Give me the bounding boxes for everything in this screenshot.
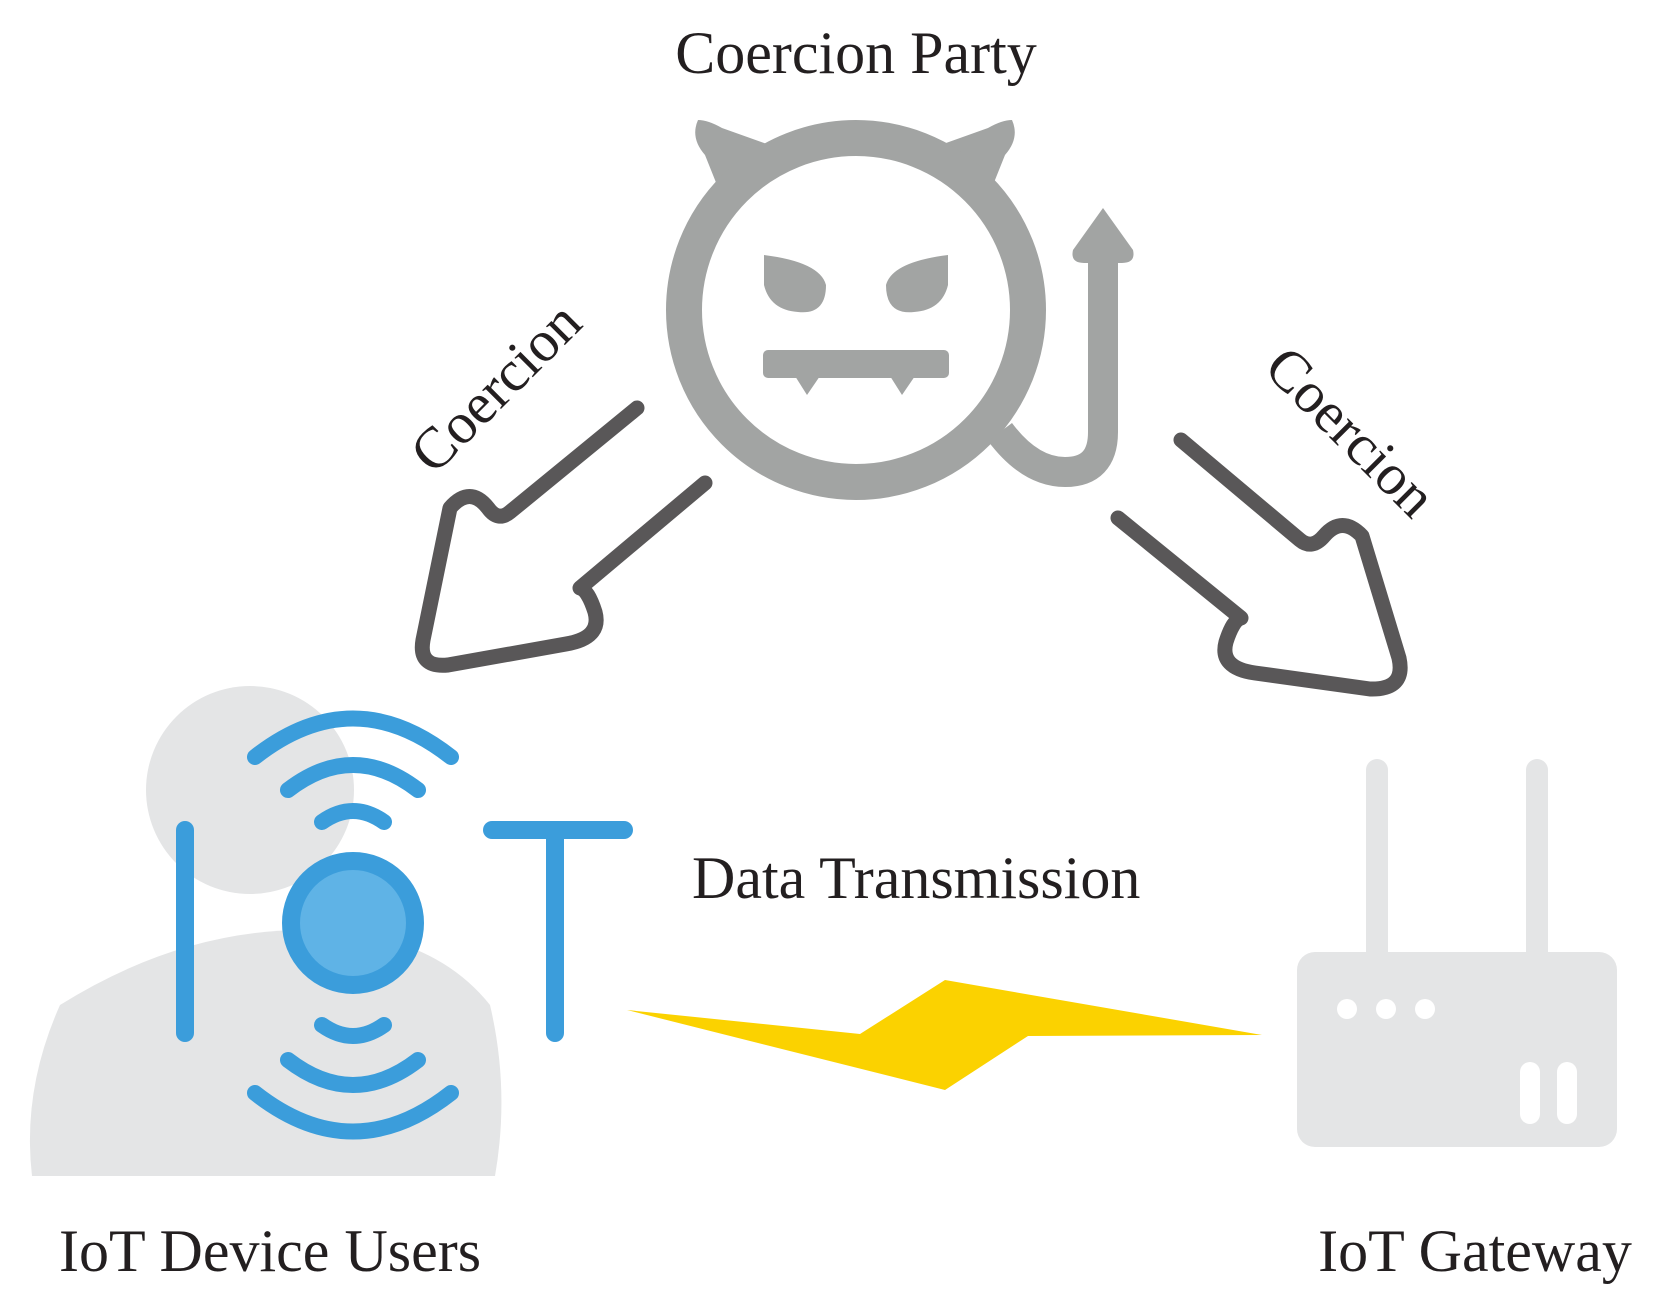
iot-users-label: IoT Device Users <box>59 1218 481 1284</box>
coercion-left-label: Coercion <box>397 289 593 485</box>
arrow-down-right-icon <box>1110 432 1408 697</box>
devil-face-icon <box>666 120 1134 500</box>
user-silhouette-icon <box>29 686 502 1176</box>
data-transmission-label: Data Transmission <box>692 845 1140 911</box>
coercion-party-label: Coercion Party <box>675 20 1037 86</box>
iot-gateway-label: IoT Gateway <box>1318 1218 1632 1284</box>
coercion-right-label: Coercion <box>1253 333 1449 529</box>
lightning-bolt-icon <box>627 980 1262 1090</box>
iot-logo-icon <box>176 710 633 1140</box>
arrow-down-left-icon <box>414 400 713 673</box>
router-icon <box>1297 759 1617 1147</box>
